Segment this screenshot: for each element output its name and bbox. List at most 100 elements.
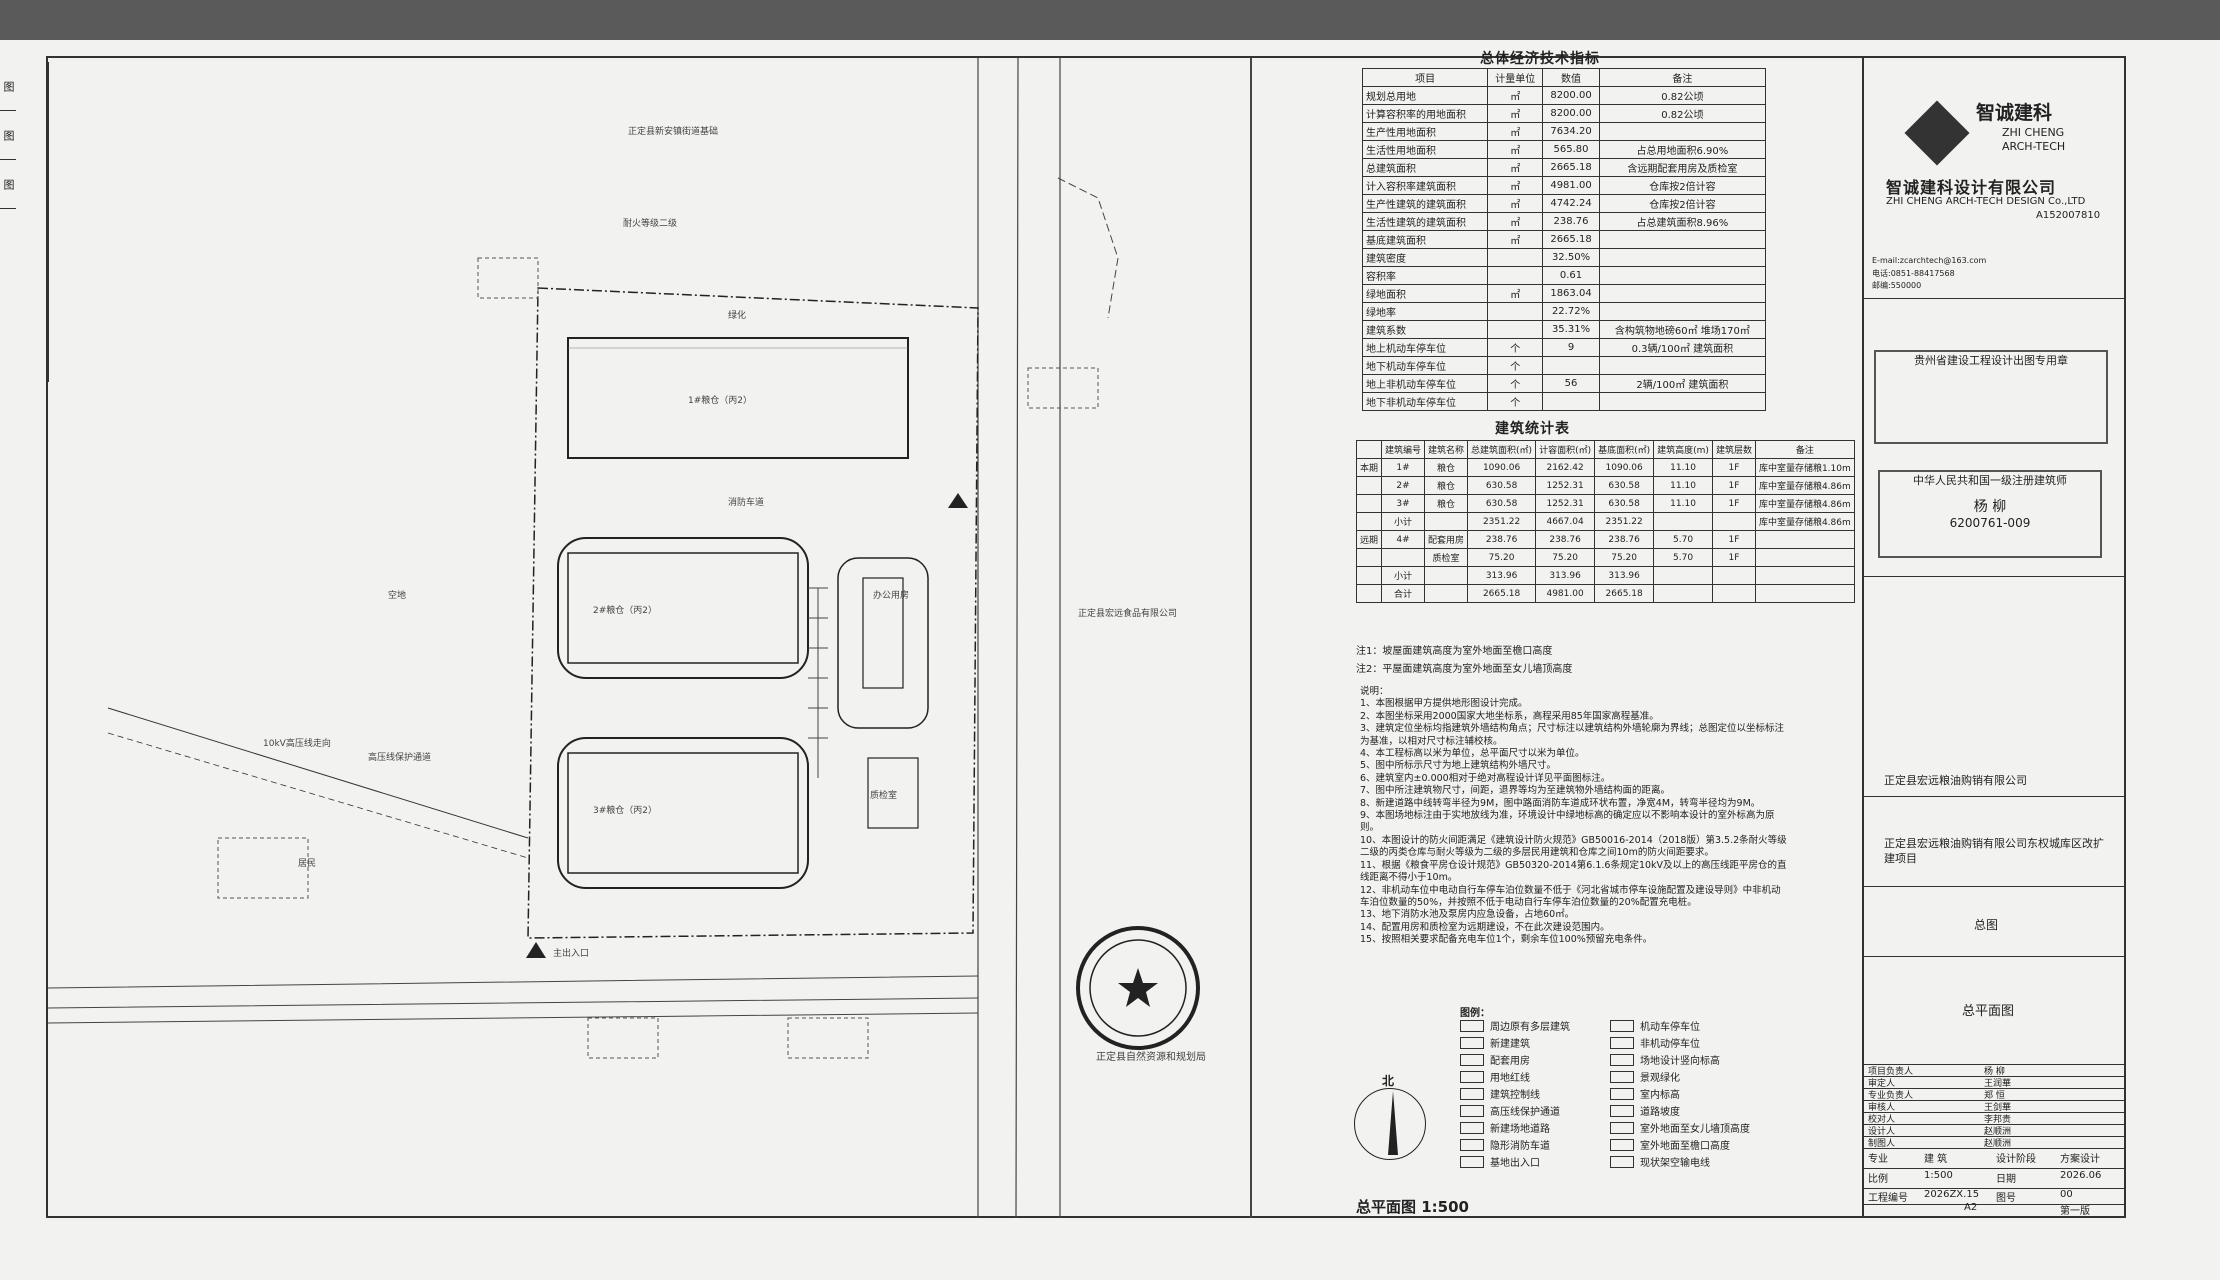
- building-3: [567, 752, 799, 874]
- table-cell: 630.58: [1594, 494, 1655, 513]
- table-cell: 个: [1487, 374, 1544, 393]
- east-company-label: 正定县宏远食品有限公司: [1078, 609, 1178, 619]
- table-cell: 32.50%: [1542, 248, 1600, 267]
- table-cell: 75.20: [1535, 548, 1596, 567]
- quality-label: 质检室: [870, 791, 898, 801]
- table-cell: 生活性用地面积: [1361, 140, 1489, 159]
- role-label: 审核人: [1868, 1103, 1896, 1113]
- table-cell: [1355, 476, 1383, 495]
- table-cell: 合计: [1381, 584, 1426, 603]
- table-cell: [1355, 584, 1383, 603]
- legend-item: 道路坡度: [1610, 1103, 1680, 1118]
- hv-line: [107, 707, 529, 839]
- table-cell: 2665.18: [1542, 158, 1600, 177]
- legend-label: 非机动停车位: [1640, 1039, 1700, 1050]
- table-cell: 1F: [1711, 530, 1756, 549]
- fire-lane-label: 消防车道: [728, 498, 765, 508]
- note-line: 10、本图设计的防火间距满足《建筑设计防火规范》GB50016-2014（201…: [1360, 834, 1787, 859]
- table-cell: 粮仓: [1424, 458, 1469, 477]
- table-cell: 4667.04: [1535, 512, 1596, 531]
- table-cell: 630.58: [1594, 476, 1655, 495]
- note-line: 4、本工程标高以米为单位，总平面尺寸以米为单位。: [1360, 748, 1585, 760]
- note-line: 13、地下消防水池及泵房内应急设备，占地60㎡。: [1360, 909, 1575, 921]
- west-empty-label: 空地: [388, 591, 407, 601]
- table-cell: [1754, 548, 1855, 567]
- table-cell: 地下机动车停车位: [1361, 356, 1489, 375]
- building-2: [567, 552, 799, 664]
- table-cell: 计算容积率的用地面积: [1361, 104, 1489, 123]
- legend-symbol-icon: [1610, 1155, 1634, 1168]
- table-cell: 1F: [1711, 548, 1756, 567]
- note-line: 11、根据《粮食平房仓设计规范》GB50320-2014第6.1.6条规定10k…: [1360, 859, 1787, 884]
- legend-item: 基地出入口: [1460, 1154, 1540, 1169]
- legend-label: 室外地面至檐口高度: [1640, 1141, 1730, 1152]
- role-label: 校对人: [1868, 1115, 1896, 1125]
- table-cell: 小计: [1381, 512, 1426, 531]
- table-cell: 个: [1487, 392, 1544, 411]
- table-cell: ㎡: [1487, 230, 1544, 249]
- table-cell: 22.72%: [1542, 302, 1600, 321]
- table-cell: 地下非机动车停车位: [1361, 392, 1489, 411]
- legend-label: 室外地面至女儿墙顶高度: [1640, 1124, 1750, 1135]
- green-label: 绿化: [728, 311, 747, 321]
- legend-label: 道路坡度: [1640, 1107, 1680, 1118]
- role-name: 郑 恒: [1984, 1091, 2005, 1101]
- table-cell: ㎡: [1487, 194, 1544, 213]
- note-line: 5、图中所标示尺寸为地上建筑结构外墙尺寸。: [1360, 760, 1557, 772]
- table-cell: 313.96: [1535, 566, 1596, 585]
- table-cell: [1711, 566, 1756, 585]
- legend-item: 建筑控制线: [1460, 1086, 1540, 1101]
- table-cell: 远期: [1355, 530, 1383, 549]
- margin-cell: 图: [0, 62, 16, 111]
- table-cell: [1598, 230, 1767, 249]
- building-1: [567, 337, 909, 459]
- legend-label: 新建场地道路: [1490, 1124, 1550, 1135]
- header-cell: 数值: [1542, 68, 1600, 87]
- header-cell: 计容面积(㎡): [1535, 440, 1596, 459]
- site-red-line: [527, 287, 979, 939]
- email: E-mail:zcarchtech@163.com: [1872, 256, 1987, 265]
- table-cell: 计入容积率建筑面积: [1361, 176, 1489, 195]
- office-building: [862, 577, 904, 689]
- table-cell: 0.82公顷: [1598, 104, 1767, 123]
- table-cell: [1711, 512, 1756, 531]
- legend-label: 配套用房: [1490, 1056, 1530, 1067]
- table-cell: ㎡: [1487, 122, 1544, 141]
- fire-loop-east: [837, 557, 929, 729]
- table-cell: [1598, 356, 1767, 375]
- table-cell: 1863.04: [1542, 284, 1600, 303]
- table-cell: [1598, 302, 1767, 321]
- table-cell: 35.31%: [1542, 320, 1600, 339]
- plan-scale: 总平面图 1:500: [1356, 1198, 1469, 1216]
- table-cell: 占总用地面积6.90%: [1598, 140, 1767, 159]
- table-cell: 1090.06: [1594, 458, 1655, 477]
- architect-stamp: 中华人民共和国一级注册建筑师 杨 柳 6200761-009: [1878, 470, 2102, 558]
- table-cell: 仓库按2倍计容: [1598, 194, 1767, 213]
- header-cell: 建筑编号: [1381, 440, 1426, 459]
- table-cell: 粮仓: [1424, 494, 1469, 513]
- table-cell: 0.82公顷: [1598, 86, 1767, 105]
- table-cell: 238.76: [1467, 530, 1537, 549]
- table-cell: 库中室量存储粮4.86m: [1754, 494, 1855, 513]
- table-cell: 2665.18: [1467, 584, 1537, 603]
- table-cell: ㎡: [1487, 158, 1544, 177]
- company-name: 智诚建科设计有限公司: [1886, 178, 2057, 197]
- legend-label: 现状架空输电线: [1640, 1158, 1710, 1169]
- legend-item: 新建建筑: [1460, 1035, 1530, 1050]
- table-cell: [1653, 512, 1713, 531]
- table-cell: [1598, 122, 1767, 141]
- table-cell: 本期: [1355, 458, 1383, 477]
- role-row: 项目负责人杨 柳: [1864, 1064, 2126, 1077]
- table-cell: [1542, 356, 1600, 375]
- margin-cell: 图: [0, 160, 16, 209]
